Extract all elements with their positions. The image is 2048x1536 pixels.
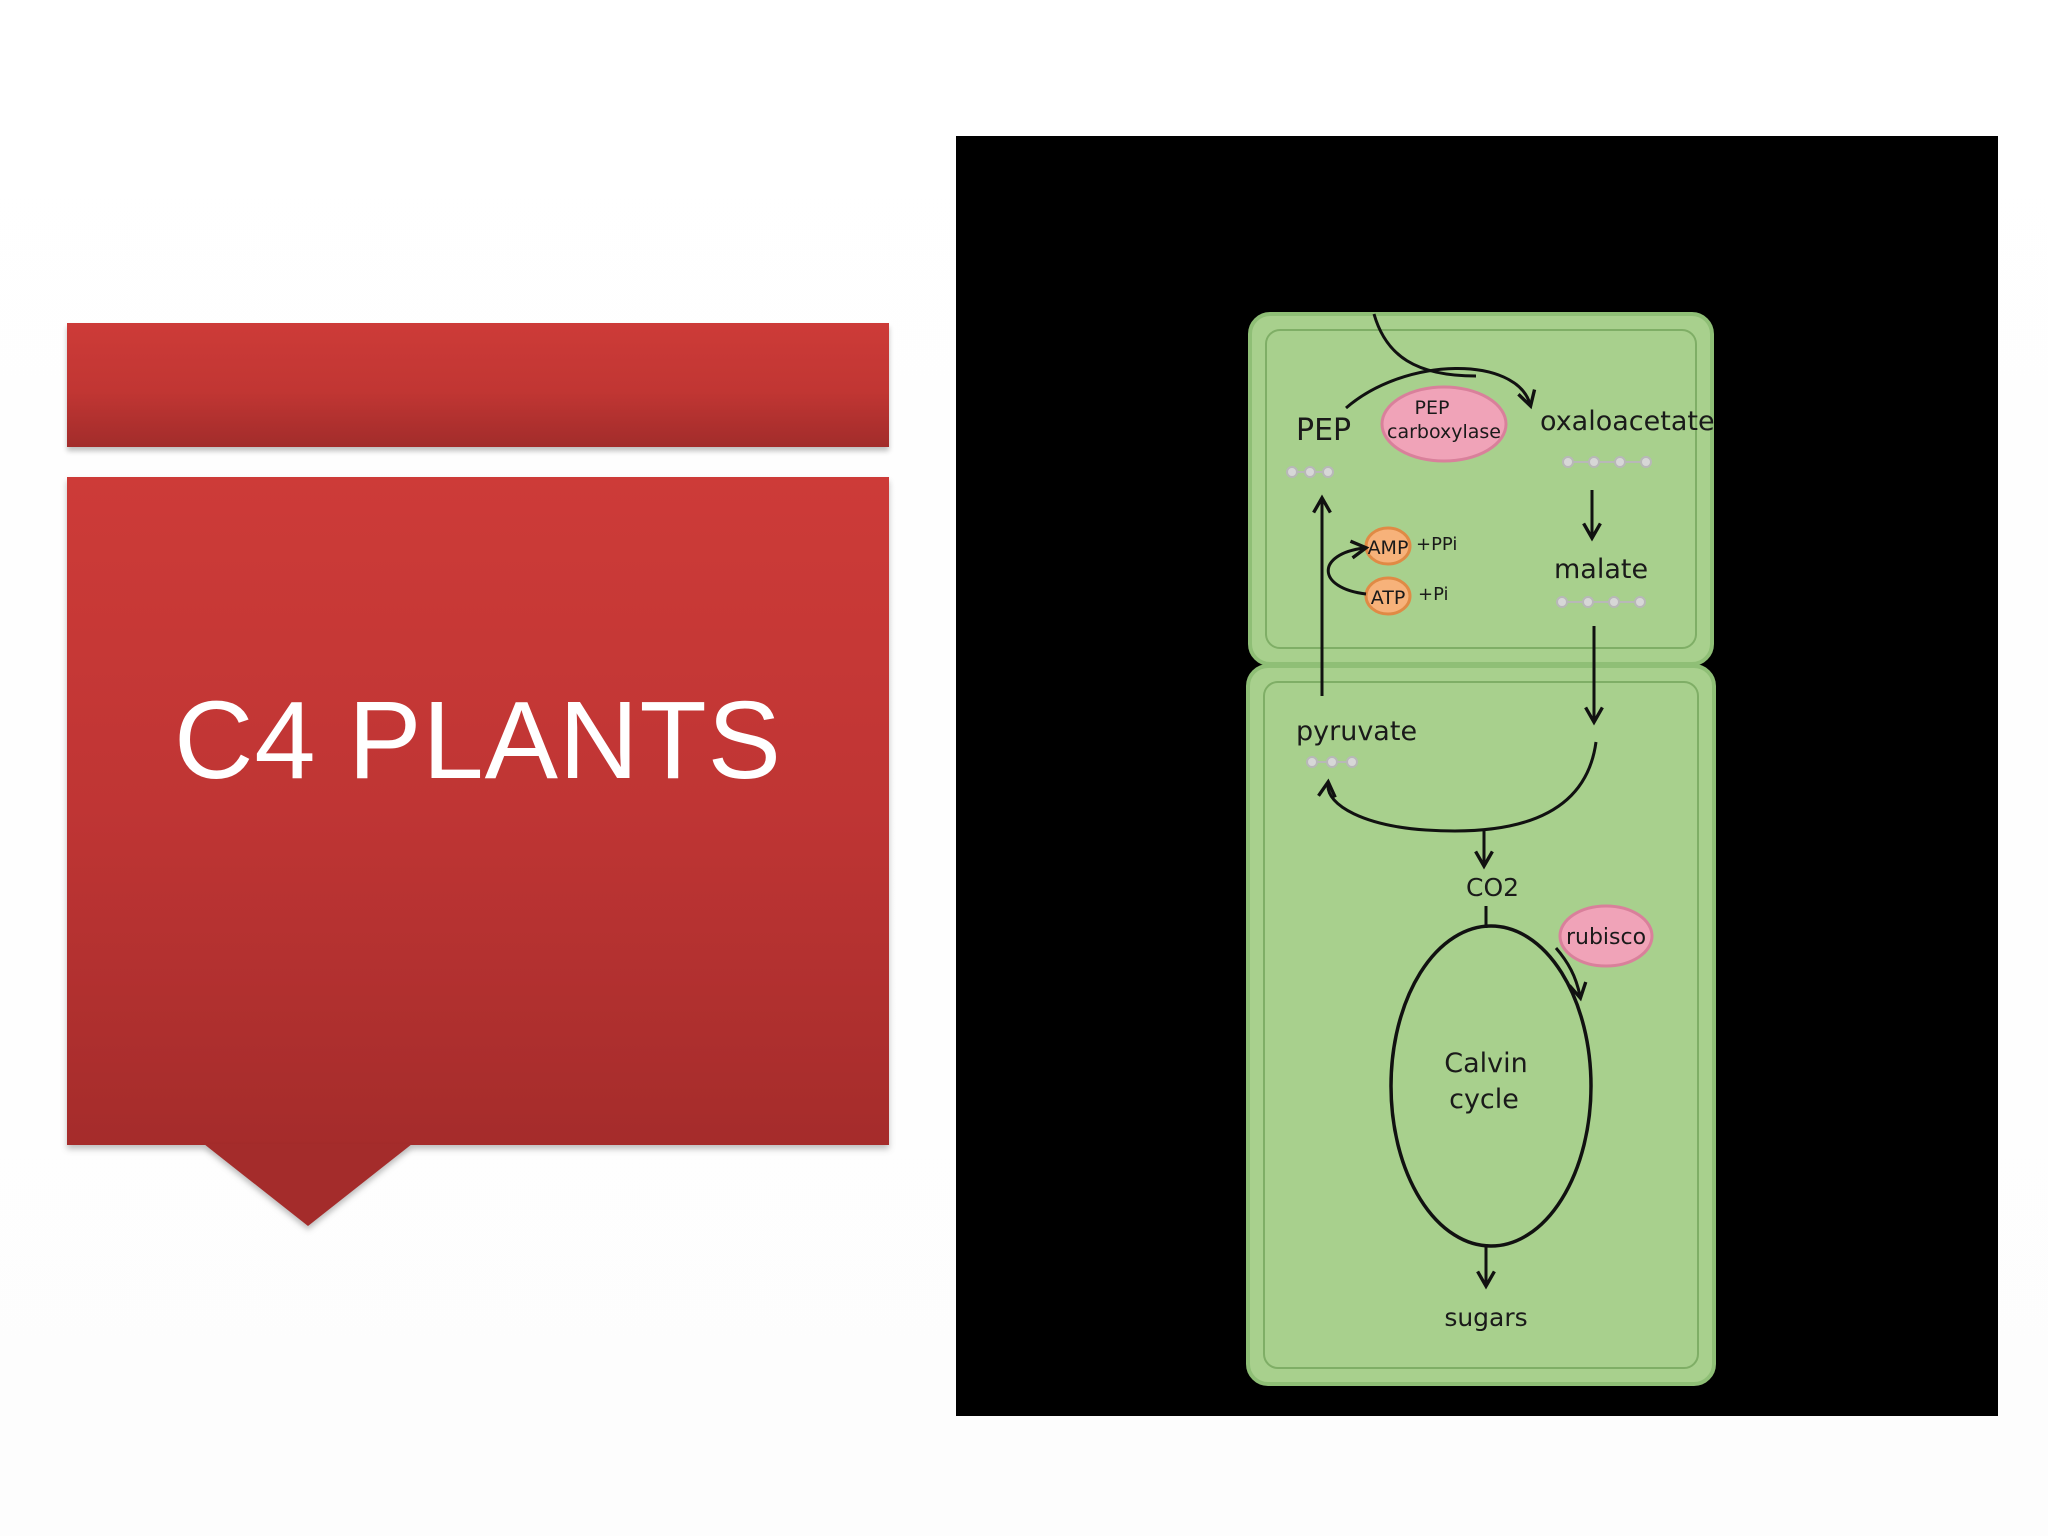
- sugars-label: sugars: [1444, 1303, 1527, 1332]
- pep-carboxylase-label-2: carboxylase: [1387, 421, 1501, 443]
- banner-pointer: [204, 1144, 412, 1226]
- pep-carboxylase-label-1: PEP: [1415, 397, 1450, 419]
- calvin-cycle-label-1: Calvin: [1444, 1048, 1528, 1079]
- ppi-label: +PPi: [1416, 534, 1457, 555]
- slide-title: C4 PLANTS: [173, 678, 783, 802]
- title-banner: [67, 477, 889, 1145]
- diagram-svg: PEP carboxylase PEP oxaloacetate malate: [1246, 312, 1716, 1386]
- bundle-sheath-cell: [1246, 664, 1716, 1386]
- malate-decarboxylation-arrow: [1317, 741, 1598, 833]
- energy-input: AMP +PPi ATP +Pi: [1326, 526, 1457, 616]
- malate-label: malate: [1554, 554, 1648, 585]
- atp-to-amp-arrow: [1326, 539, 1370, 596]
- malate-carbon-chain: [1556, 596, 1646, 608]
- calvin-cycle-label-2: cycle: [1449, 1084, 1519, 1115]
- pyruvate-label: pyruvate: [1296, 716, 1417, 747]
- co2-label: CO2: [1466, 873, 1519, 902]
- rubisco-label: rubisco: [1566, 925, 1646, 950]
- pep-label: PEP: [1296, 413, 1351, 448]
- rubisco-enzyme: rubisco: [1558, 904, 1654, 968]
- oxaloacetate-label: oxaloacetate: [1540, 406, 1715, 437]
- calvin-direction-arrow: [1554, 947, 1588, 1002]
- c4-pathway-diagram: PEP carboxylase PEP oxaloacetate malate: [956, 136, 1998, 1416]
- pep-to-oxaloacetate-arrow: [1345, 367, 1537, 410]
- banner-top-strip: [67, 323, 889, 447]
- amp-label: AMP: [1368, 537, 1409, 559]
- pep-carbon-chain: [1286, 466, 1334, 478]
- co2-entry-arrow: [1372, 313, 1477, 378]
- mesophyll-cell: [1248, 312, 1714, 666]
- pep-carboxylase-enzyme: PEP carboxylase: [1380, 385, 1508, 463]
- atp-label: ATP: [1371, 587, 1406, 609]
- calvin-cycle-loop: [1389, 924, 1593, 1248]
- oxaloacetate-carbon-chain: [1562, 456, 1652, 468]
- pi-label: +Pi: [1418, 584, 1449, 605]
- pyruvate-carbon-chain: [1306, 756, 1358, 768]
